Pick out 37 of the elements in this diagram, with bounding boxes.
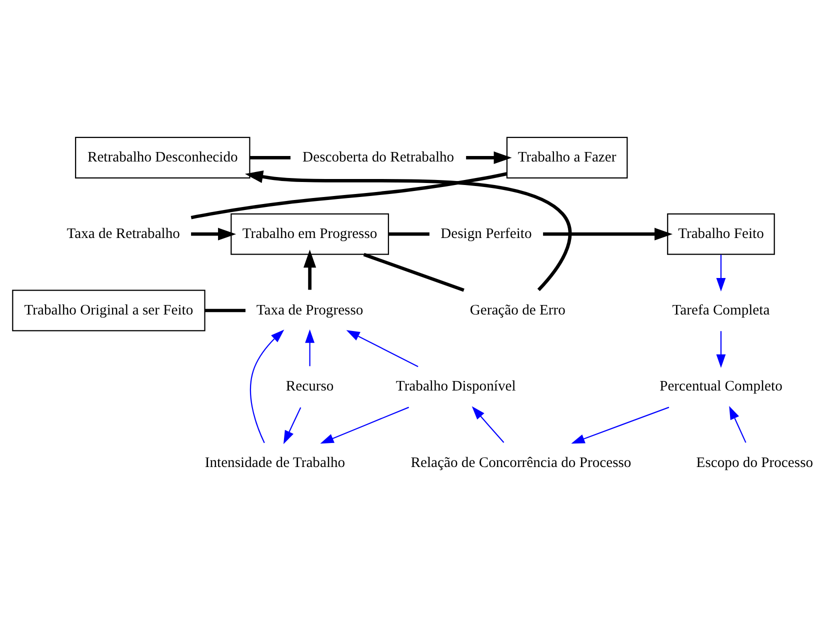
arrow: [466, 150, 512, 164]
node-box: Trabalho a Fazer: [506, 136, 628, 178]
arrow: [320, 406, 410, 444]
connector: [363, 252, 464, 292]
arrow: [244, 170, 572, 291]
node-box: Trabalho em Progresso: [230, 212, 390, 254]
node-box: Trabalho Feito: [667, 212, 775, 254]
node-box: Trabalho Original a ser Feito: [12, 289, 206, 331]
connector: [250, 156, 290, 159]
arrow: [191, 227, 236, 240]
node-text: Geração de Erro: [470, 302, 566, 318]
arrow: [543, 227, 673, 240]
arrow: [729, 405, 746, 442]
node-text: Taxa de Retrabalho: [66, 225, 180, 242]
node-text: Design Perfeito: [440, 225, 532, 242]
connector: [190, 172, 508, 219]
node-text: Descoberta do Retrabalho: [302, 149, 454, 166]
node-text: Taxa de Progresso: [256, 302, 364, 318]
node-text: Percentual Completo: [660, 378, 782, 394]
connector: [388, 232, 430, 236]
node-text: Escopo do Processo: [696, 454, 814, 471]
arrow: [250, 329, 284, 443]
node-text: Relação de Concorrência do Processo: [410, 454, 632, 471]
arrow: [283, 406, 302, 444]
connector: [204, 308, 246, 312]
arrow: [571, 406, 670, 444]
node-text: Tarefa Completa: [672, 302, 770, 318]
node-text: Intensidade de Trabalho: [204, 454, 346, 471]
arrow: [716, 254, 726, 291]
node-text: Recurso: [286, 378, 334, 394]
arrow: [346, 330, 418, 367]
arrow: [304, 249, 316, 290]
arrow: [305, 328, 315, 366]
arrow: [472, 406, 504, 442]
node-box: Retrabalho Desconhecido: [75, 136, 250, 178]
arrow: [716, 330, 726, 368]
node-text: Trabalho Disponível: [396, 378, 516, 394]
